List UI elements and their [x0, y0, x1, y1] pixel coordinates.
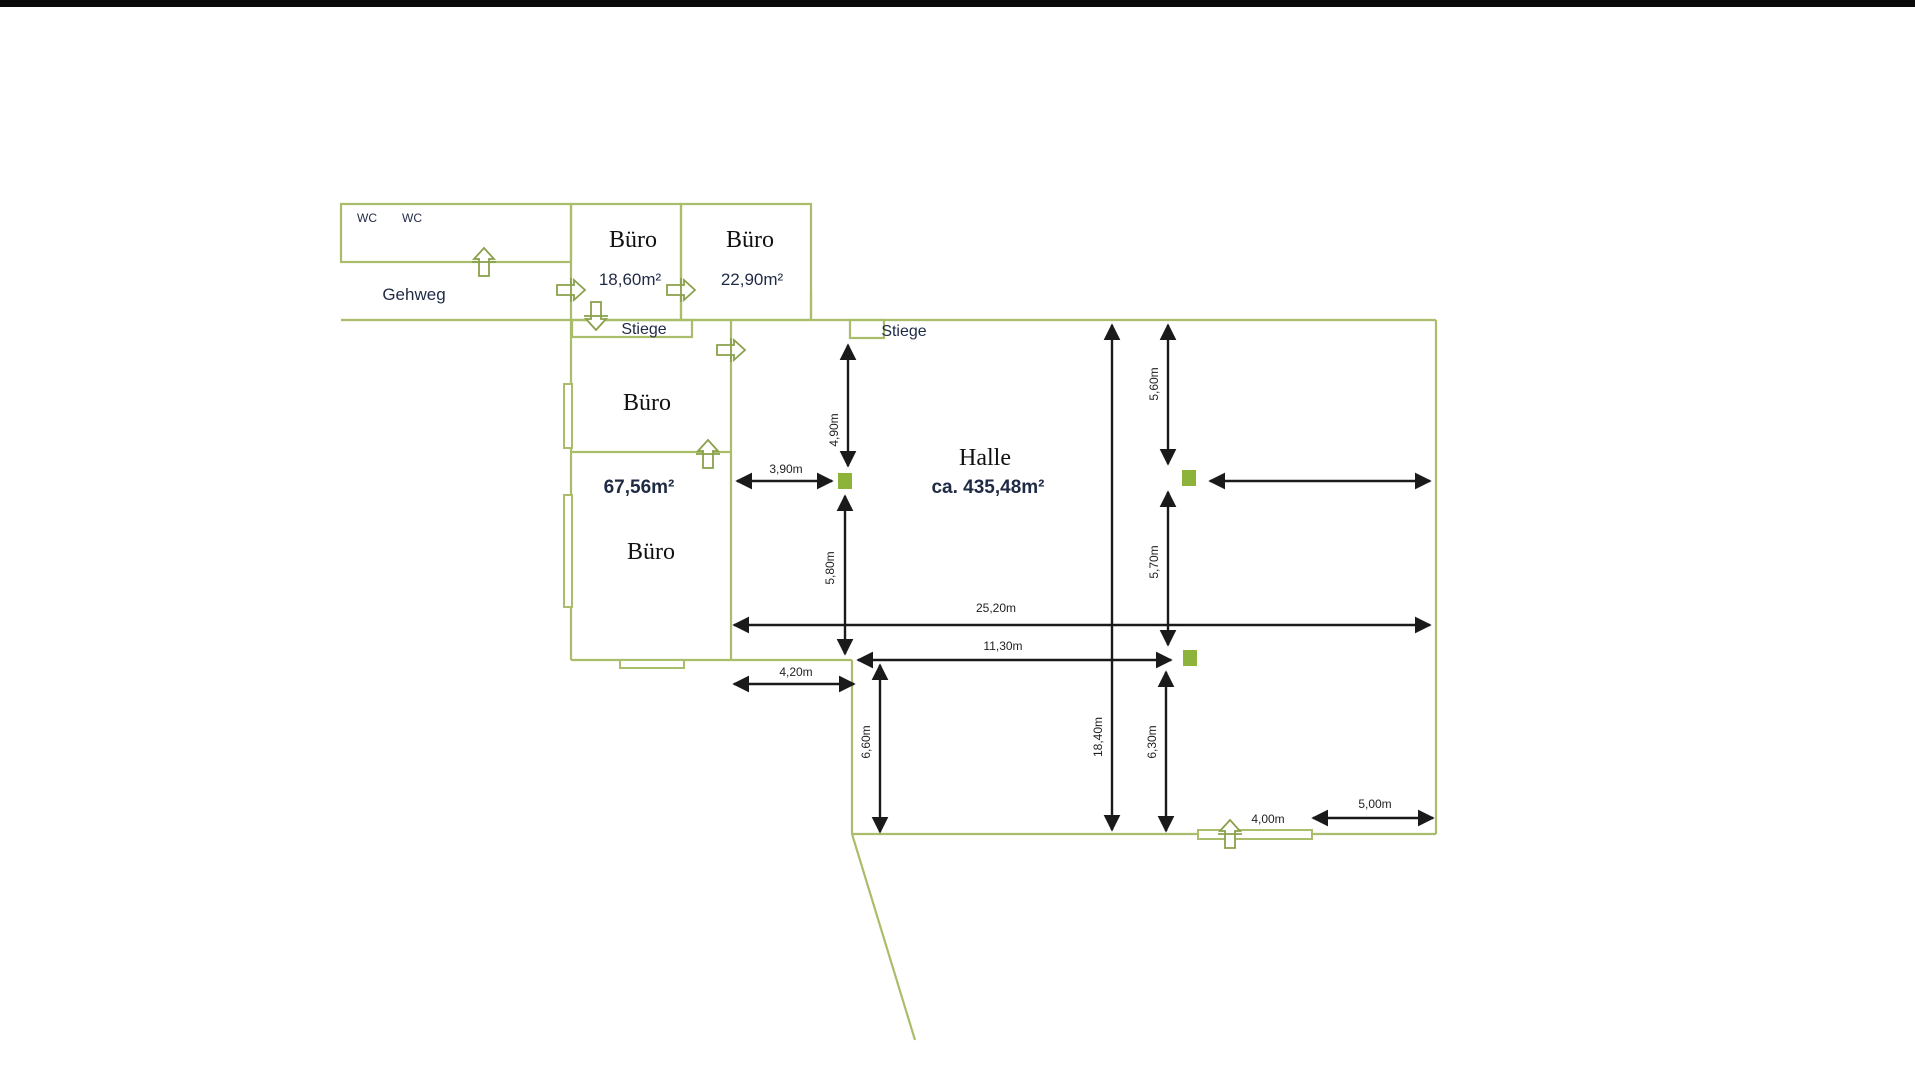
- dim-label-2520: 25,20m: [976, 601, 1016, 615]
- stiege-2-label: Stiege: [881, 323, 926, 340]
- buero-combined-area: 67,56m²: [604, 477, 675, 498]
- buero-3-title: Büro: [623, 390, 671, 416]
- door-arrow-icon: [716, 337, 747, 363]
- pillar-1: [838, 473, 852, 489]
- dim-label-400: 4,00m: [1251, 812, 1284, 826]
- dim-label-580: 5,80m: [823, 551, 837, 584]
- room-labels: WC WC Gehweg Büro 18,60m² Büro 22,90m² S…: [357, 211, 1045, 565]
- buero-2-title: Büro: [726, 227, 774, 253]
- window-left-upper: [563, 383, 573, 449]
- window-bottom: [619, 659, 685, 669]
- wc-label-1: WC: [357, 211, 377, 225]
- buero-1-walls: [569, 202, 683, 322]
- wc-label-2: WC: [402, 211, 422, 225]
- dim-label-560: 5,60m: [1147, 367, 1161, 400]
- dim-label-490: 4,90m: [827, 413, 841, 446]
- door-arrow-icon: [1217, 818, 1243, 849]
- dim-label-660: 6,60m: [859, 725, 873, 758]
- gehweg-label: Gehweg: [382, 285, 445, 304]
- buero-2-area: 22,90m²: [721, 270, 784, 289]
- gate-bottom: [1197, 829, 1313, 840]
- buero-2-walls: [679, 202, 813, 322]
- dim-label-1130: 11,30m: [983, 639, 1022, 653]
- halle-title: Halle: [959, 445, 1011, 471]
- door-arrows: [471, 246, 1243, 849]
- diagonal-line: [850, 833, 917, 1041]
- pillar-3: [1183, 650, 1197, 666]
- top-bar: [0, 0, 1915, 7]
- door-arrow-icon: [695, 438, 721, 469]
- pillar-2: [1182, 470, 1196, 486]
- dim-label-390: 3,90m: [769, 462, 802, 476]
- door-arrow-icon: [556, 277, 587, 303]
- dim-label-420: 4,20m: [779, 665, 812, 679]
- door-arrow-icon: [583, 301, 609, 332]
- window-left-lower: [563, 494, 573, 608]
- dim-label-1840: 18,40m: [1091, 717, 1105, 757]
- buero-1-title: Büro: [609, 227, 657, 253]
- dim-label-500: 5,00m: [1358, 797, 1391, 811]
- halle-area: ca. 435,48m²: [931, 477, 1044, 498]
- buero-1-area: 18,60m²: [599, 270, 662, 289]
- dim-label-570: 5,70m: [1147, 545, 1161, 578]
- door-arrow-icon: [471, 246, 497, 277]
- walls: [339, 202, 1438, 1041]
- stiege-1-label: Stiege: [621, 321, 666, 338]
- dim-label-630: 6,30m: [1145, 725, 1159, 758]
- buero-4-title: Büro: [627, 539, 675, 565]
- dimension-labels: 4,90m 5,60m 3,90m 5,80m 5,70m 25,20m 11,…: [769, 367, 1391, 826]
- stiege-2-box: [848, 318, 886, 340]
- dimension-lines: [732, 323, 1435, 834]
- door-arrow-icon: [666, 277, 697, 303]
